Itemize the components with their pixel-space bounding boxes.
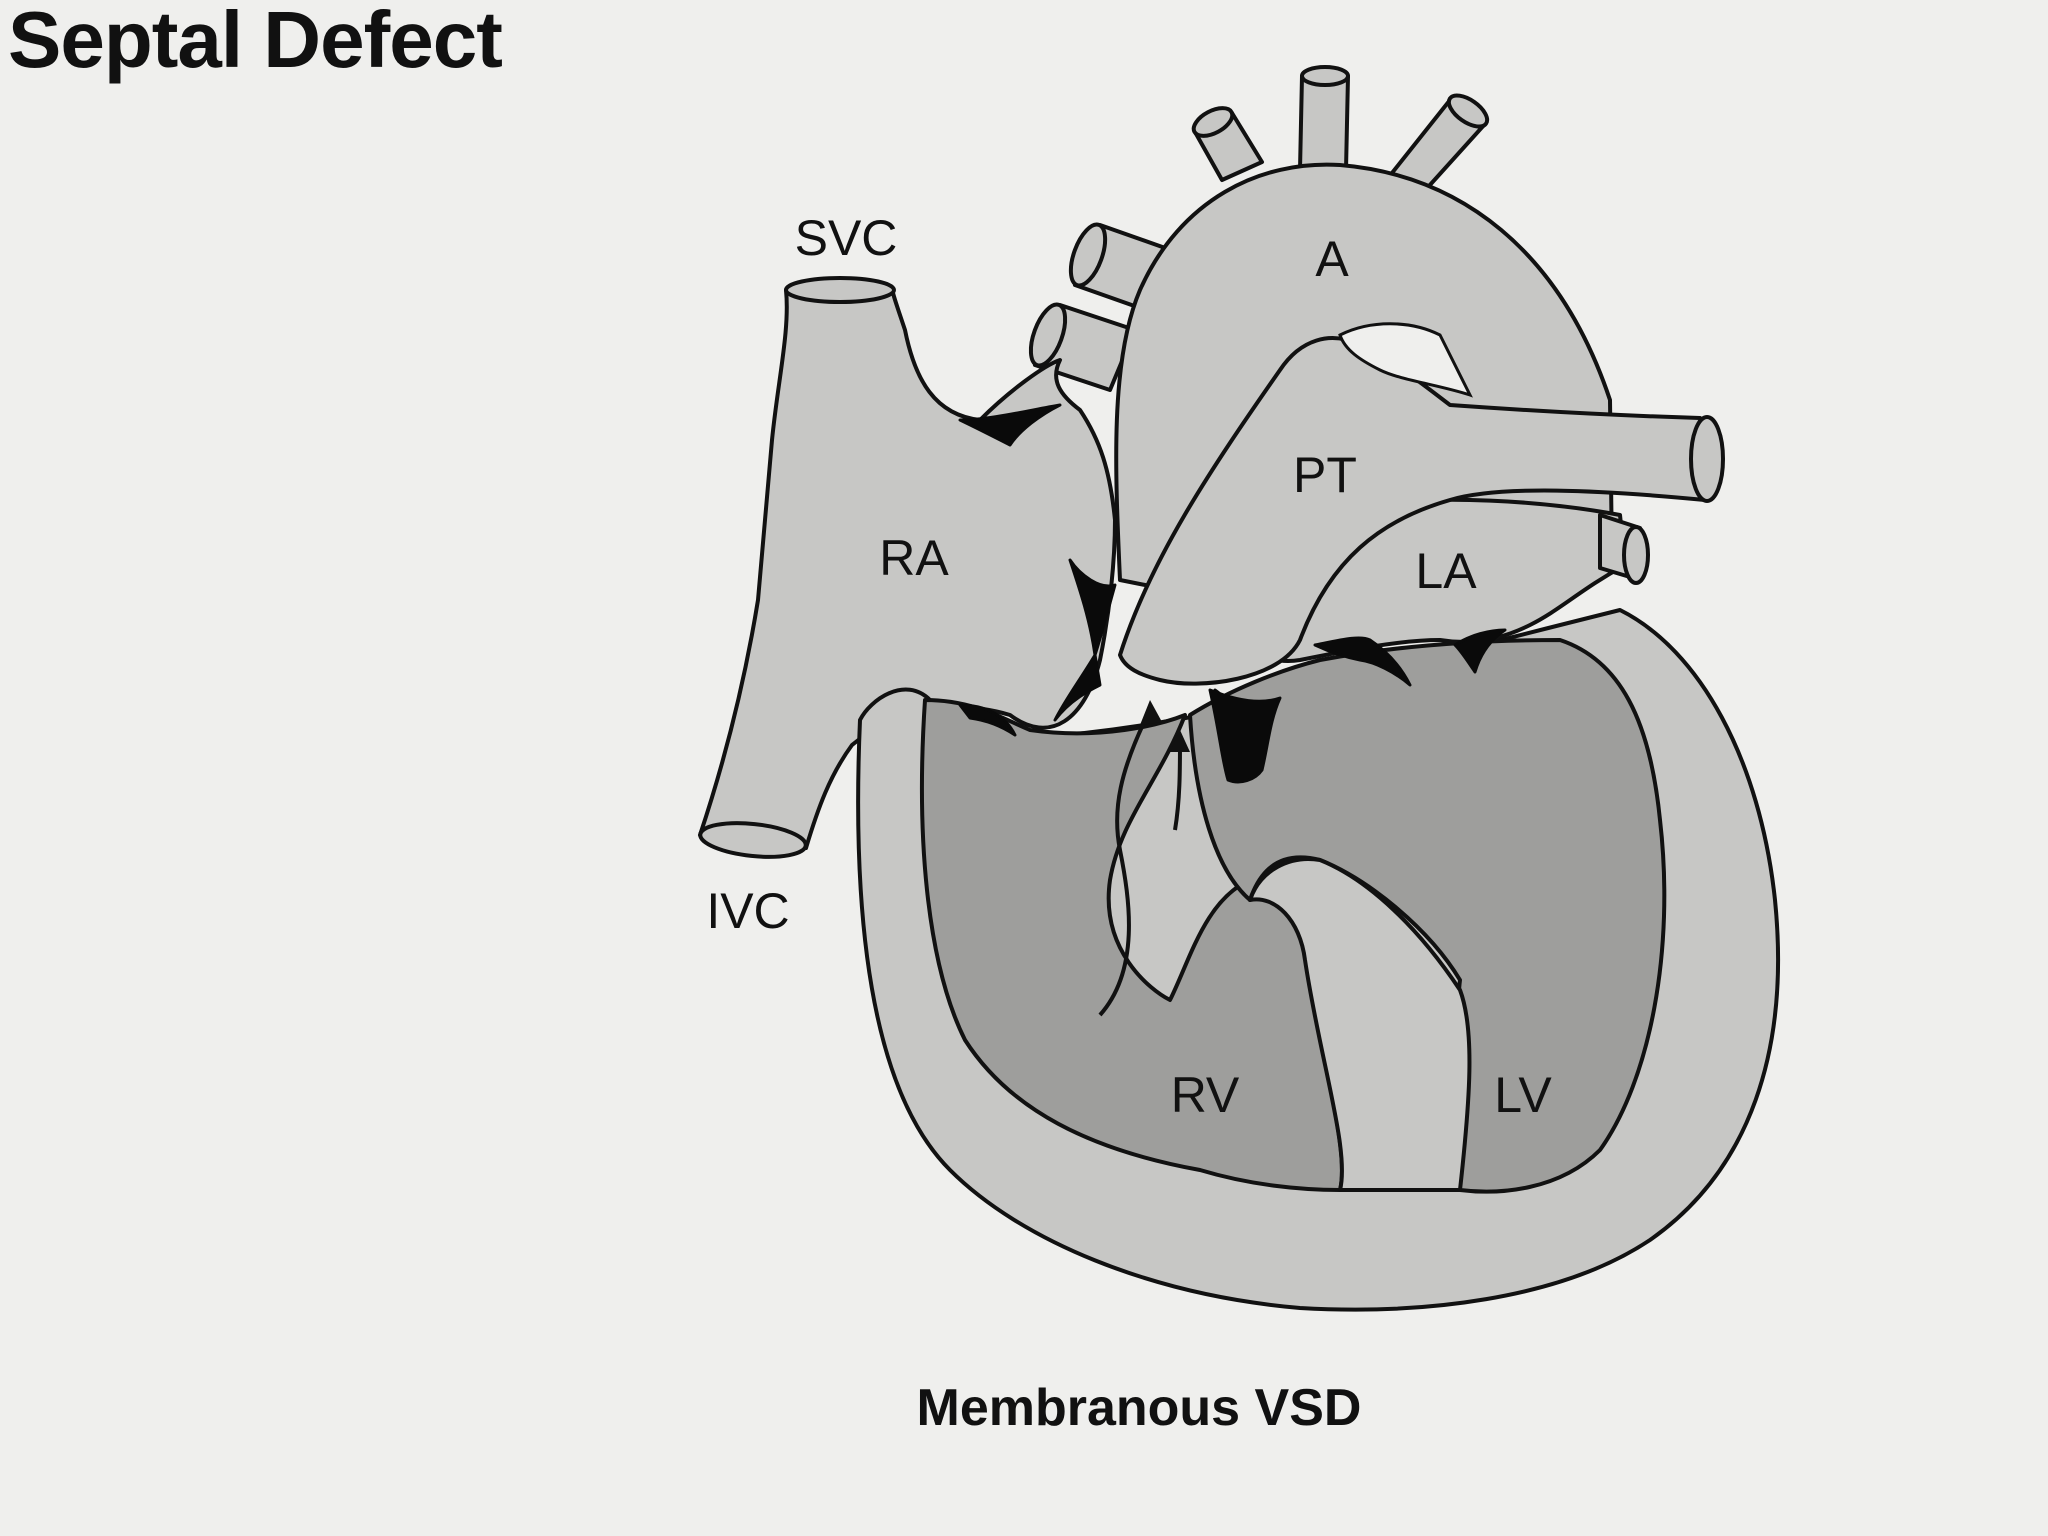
svc-opening (784, 276, 896, 304)
upper-vessel-b-opening (1028, 302, 1068, 368)
mitral-valve-left (1313, 636, 1412, 687)
flow-arrowhead-b (1170, 730, 1190, 752)
flow-arrowhead-a (1140, 700, 1162, 725)
page-title: Septal Defect (8, 0, 503, 84)
mitral-valve-right (1453, 628, 1507, 674)
common-carotid-branch (1298, 74, 1350, 172)
left-pulmonary-vein-opening (1622, 525, 1650, 585)
interventricular-septum (1248, 857, 1472, 1192)
vsd-defect (1208, 688, 1282, 784)
common-carotid-branch-opening (1300, 65, 1350, 87)
arch-window (1338, 322, 1473, 398)
label-ivc: IVC (706, 883, 789, 939)
label-right-atrium: RA (879, 530, 949, 586)
label-aorta: A (1315, 231, 1349, 287)
pulmonary-trunk (1118, 336, 1707, 686)
figure-caption: Membranous VSD (916, 1379, 1362, 1437)
pulmonary-artery-opening (1689, 415, 1725, 503)
ivc-opening (698, 821, 808, 859)
svc-ra-junction-valve (958, 403, 1062, 447)
label-left-ventricle: LV (1494, 1067, 1552, 1123)
ra-inlet-leaflet (958, 703, 1017, 737)
upper-vessel-a-opening (1068, 222, 1108, 288)
label-svc: SVC (795, 210, 898, 266)
flow-arrow-shaft-a (1098, 709, 1152, 1017)
label-right-ventricle: RV (1171, 1067, 1240, 1123)
label-pulmonary-trunk: PT (1293, 447, 1357, 503)
tricuspid-valve-upper (1068, 558, 1117, 657)
tricuspid-valve-lower (1053, 653, 1102, 722)
flow-arrowheads (1140, 700, 1190, 752)
aortic-arch-branches (1191, 65, 1490, 198)
subclavian-branch-opening (1446, 93, 1490, 129)
brachiocephalic-branch-opening (1191, 106, 1235, 138)
label-left-atrium: LA (1415, 543, 1477, 599)
